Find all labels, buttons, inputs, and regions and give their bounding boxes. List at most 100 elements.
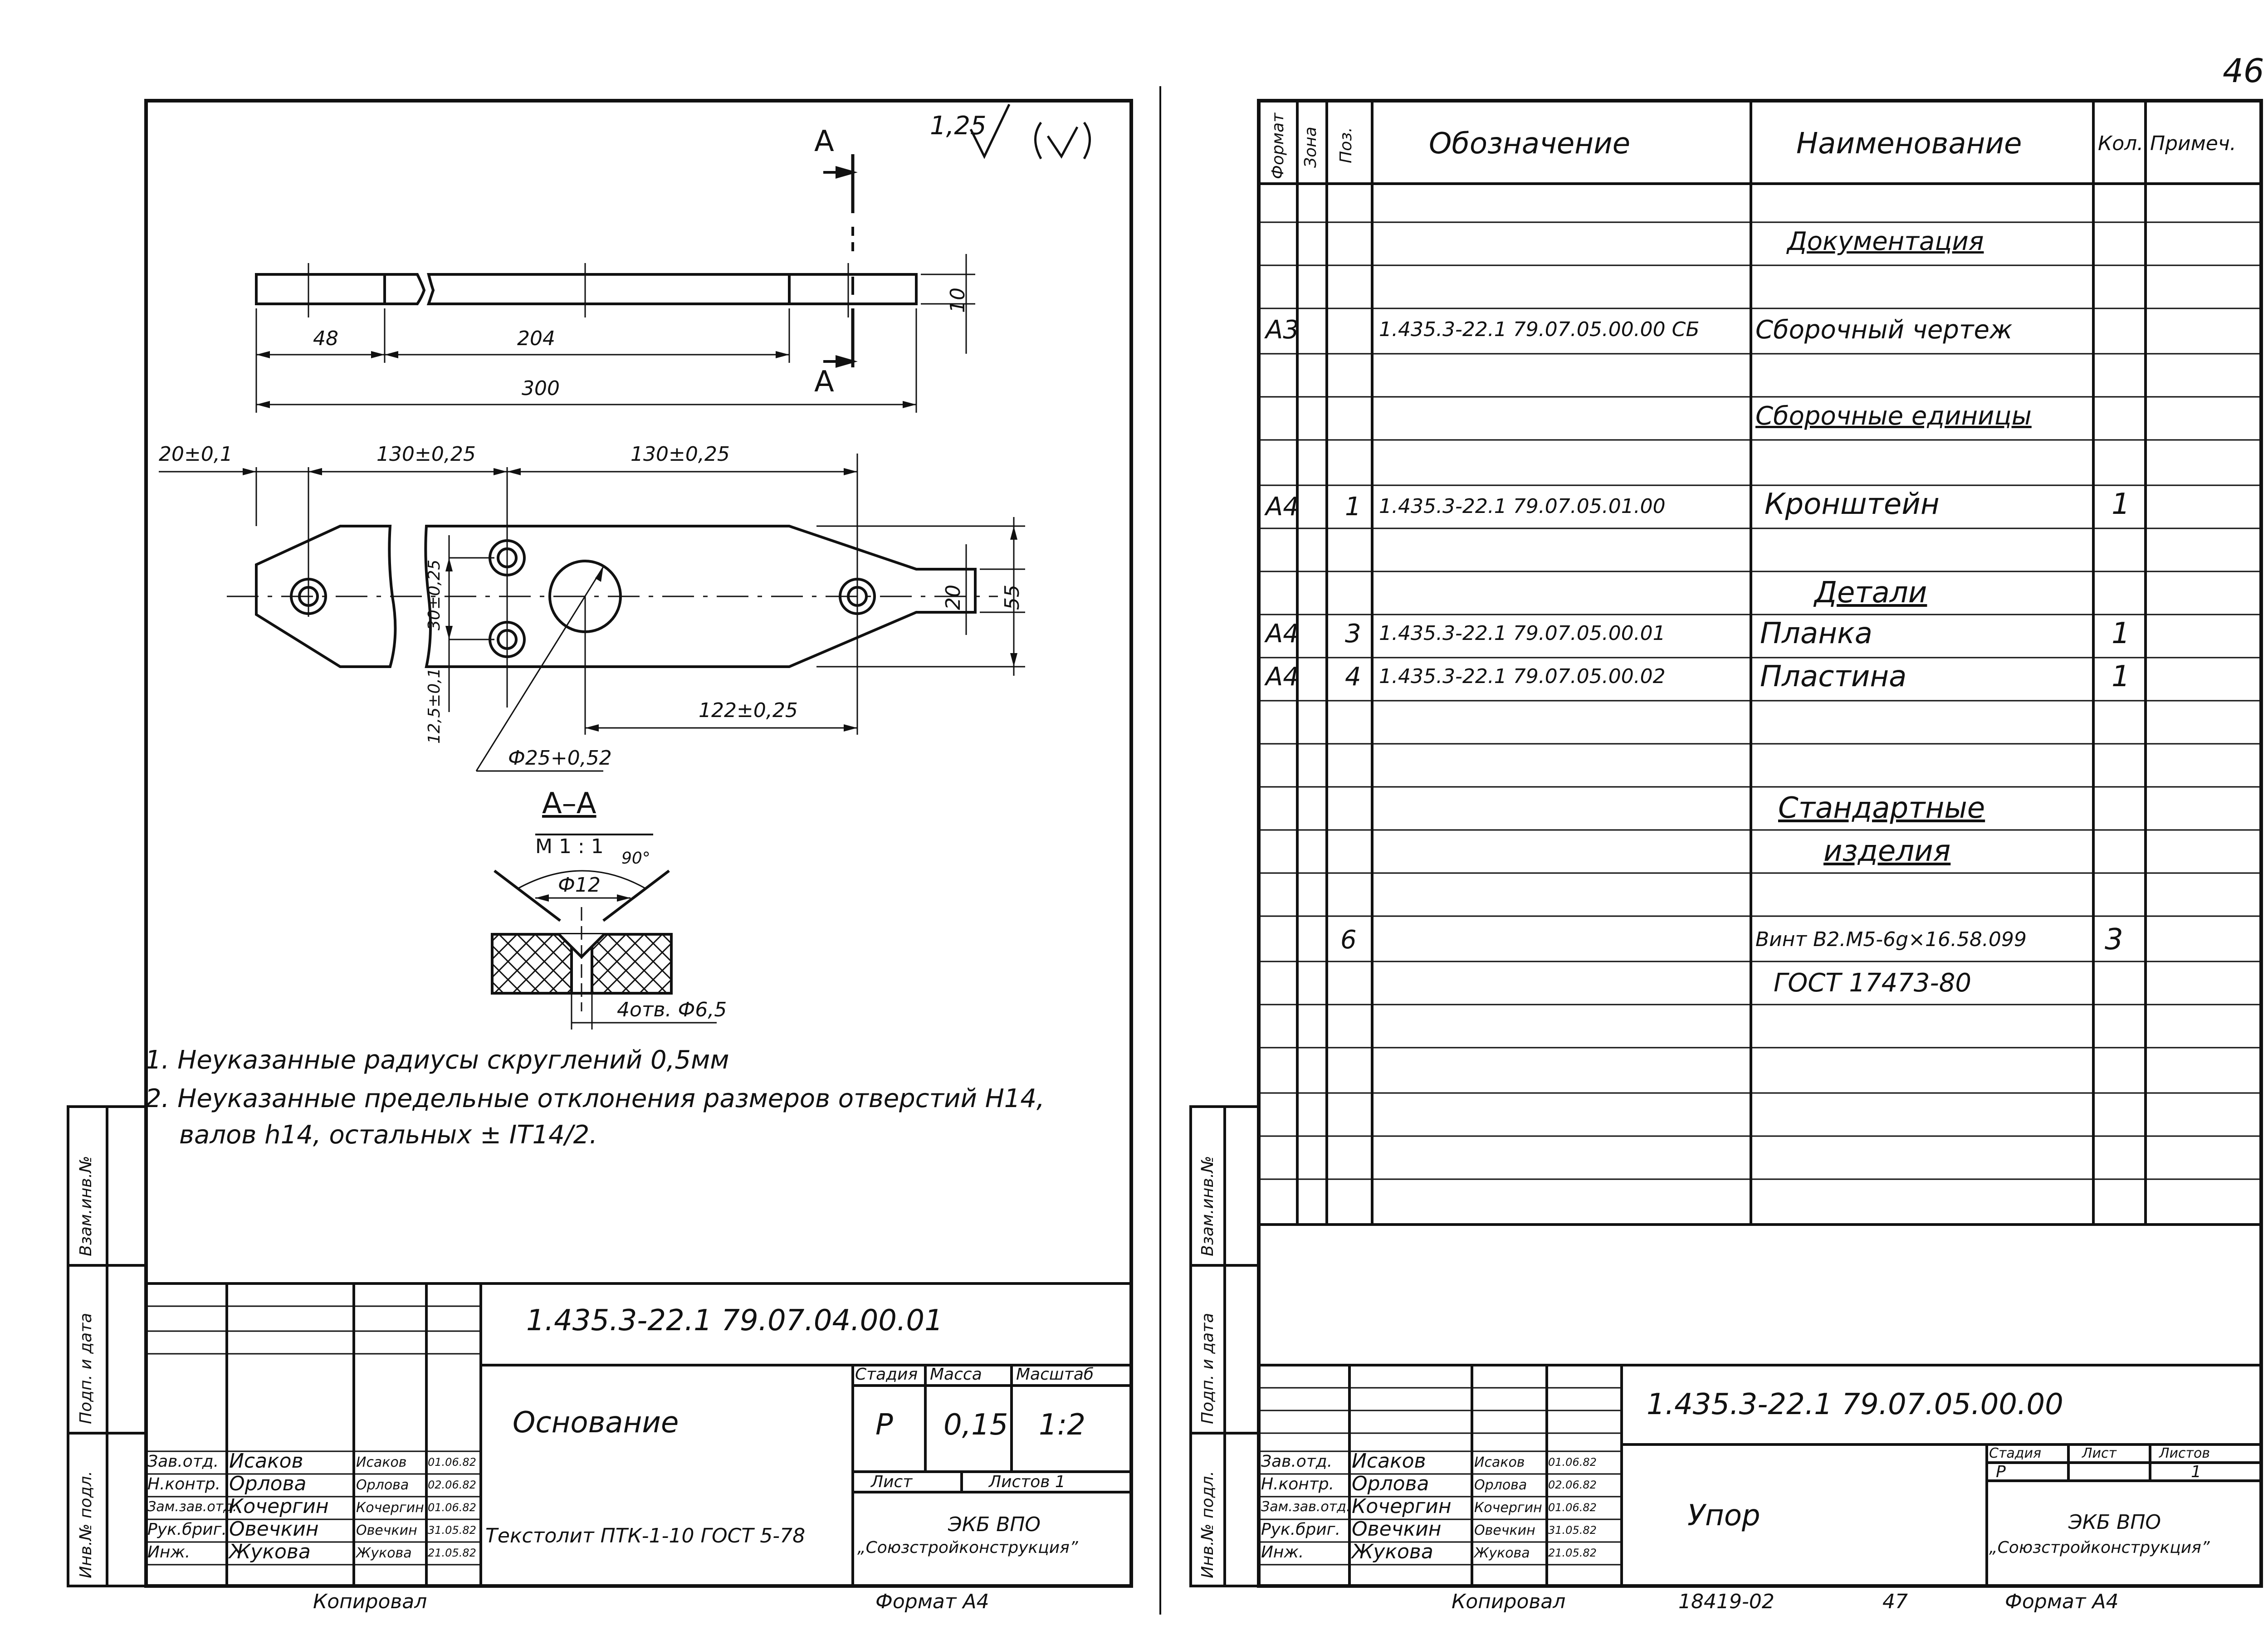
right-sign-4: Овечкин	[1474, 1523, 1535, 1538]
spec-row-5-name: Планка	[1760, 617, 1872, 650]
right-role-4: Рук.бриг.	[1261, 1520, 1341, 1539]
spec-row-1-name: Сборочный чертеж	[1755, 315, 2013, 345]
left-date-3: 01.06.82	[428, 1501, 476, 1514]
side-label-sign: Подп. и дата	[77, 1313, 95, 1424]
spec-row-10-name: ГОСТ 17473-80	[1774, 968, 1971, 998]
roughness-value: 1,25	[930, 111, 987, 141]
section-line-a	[823, 154, 858, 368]
header-name: Наименование	[1796, 127, 2022, 161]
left-sheet-frame	[67, 99, 1133, 1588]
right-org-2: „Союзстройконструкция”	[1989, 1538, 2210, 1557]
right-stage: Р	[1996, 1463, 2006, 1481]
spec-row-3-qty: 1	[2112, 488, 2130, 521]
right-sign-2: Орлова	[1474, 1477, 1527, 1493]
left-org-2: „Союзстройконструкция”	[857, 1538, 1078, 1557]
spec-row-6-designation: 1.435.3-22.1 79.07.05.00.02	[1379, 665, 1666, 688]
left-sheet-label: Лист	[871, 1473, 913, 1491]
right-sign-3: Кочергин	[1474, 1500, 1542, 1516]
note-2-cont: валов h14, остальных ± IT14/2.	[179, 1120, 598, 1150]
spec-row-6-format: А4	[1266, 662, 1299, 692]
right-sign-1: Исаков	[1474, 1454, 1525, 1470]
right-side-label-sign: Подп. и дата	[1198, 1313, 1217, 1424]
side-label-inv: Инв.№ подл.	[77, 1471, 95, 1578]
right-footer-page: 47	[1882, 1590, 1908, 1613]
left-date-5: 21.05.82	[428, 1547, 476, 1559]
header-qty: Кол.	[2098, 132, 2144, 155]
dim-20-tol: 20±0,1	[159, 443, 233, 466]
dim-30: 30±0,25	[425, 559, 444, 630]
right-side-label-inv: Инв.№ подл.	[1198, 1471, 1217, 1578]
right-designation: 1.435.3-22.1 79.07.05.00.00	[1647, 1388, 2063, 1421]
right-part-name: Упор	[1687, 1499, 1760, 1532]
dim-130-left: 130±0,25	[376, 443, 476, 466]
spec-row-6-name: Пластина	[1760, 660, 1907, 693]
left-sign-1: Исаков	[356, 1454, 407, 1470]
right-date-1: 01.06.82	[1548, 1456, 1597, 1469]
section-mark-top: А	[814, 125, 834, 158]
left-org: ЭКБ ВПО	[948, 1513, 1041, 1536]
left-stage: Р	[875, 1408, 893, 1442]
spec-row-3-name: Кронштейн	[1765, 488, 1940, 521]
right-role-3: Зам.зав.отд.	[1261, 1499, 1351, 1515]
right-date-4: 31.05.82	[1548, 1524, 1597, 1537]
right-sheets: 1	[2191, 1463, 2201, 1481]
section-hole: Ф12	[558, 873, 601, 897]
spec-row-9-name: Винт В2.М5-6g×16.58.099	[1755, 928, 2027, 951]
right-sign-5: Жукова	[1474, 1545, 1530, 1561]
left-role-4: Рук.бриг.	[147, 1520, 227, 1539]
spec-row-section-standard: Стандартные	[1778, 791, 1985, 825]
right-date-5: 21.05.82	[1548, 1547, 1597, 1559]
left-date-4: 31.05.82	[428, 1524, 476, 1537]
right-footer-copied: Копировал	[1452, 1590, 1566, 1613]
right-name-5: Жукова	[1352, 1540, 1433, 1563]
left-date-2: 02.06.82	[428, 1479, 476, 1491]
right-role-5: Инж.	[1261, 1543, 1304, 1562]
left-role-5: Инж.	[147, 1543, 191, 1562]
spec-row-3-designation: 1.435.3-22.1 79.07.05.01.00	[1379, 495, 1666, 518]
right-role-2: Н.контр.	[1261, 1475, 1334, 1493]
left-sign-2: Орлова	[356, 1477, 409, 1493]
left-date-1: 01.06.82	[428, 1456, 476, 1469]
left-scale-label: Масштаб	[1016, 1365, 1094, 1384]
right-role-1: Зав.отд.	[1261, 1452, 1333, 1471]
spec-row-5-pos: 3	[1345, 619, 1361, 649]
left-name-2: Орлова	[229, 1472, 307, 1495]
right-footer-code: 18419-02	[1678, 1590, 1774, 1613]
right-name-1: Исаков	[1352, 1449, 1426, 1473]
spec-row-lines	[1259, 221, 2261, 1180]
section-a-a-view	[491, 834, 717, 1030]
left-sign-5: Жукова	[356, 1545, 412, 1561]
dim-130-right: 130±0,25	[631, 443, 730, 466]
spec-row-9-qty: 3	[2105, 923, 2123, 956]
left-scale: 1:2	[1039, 1408, 1085, 1442]
note-2: 2. Неуказанные предельные отклонения раз…	[145, 1084, 1045, 1113]
right-footer-format: Формат А4	[2005, 1590, 2119, 1613]
dim-204: 204	[517, 327, 555, 350]
spec-row-6-pos: 4	[1345, 662, 1361, 692]
dim-hole-25: Ф25+0,52	[508, 747, 612, 770]
dim-48: 48	[313, 327, 338, 350]
spec-row-3-format: А4	[1266, 492, 1299, 522]
spec-row-5-designation: 1.435.3-22.1 79.07.05.00.01	[1379, 622, 1666, 645]
left-designation: 1.435.3-22.1 79.07.04.00.01	[526, 1304, 943, 1337]
left-name-1: Исаков	[229, 1449, 303, 1473]
right-name-4: Овечкин	[1352, 1518, 1442, 1541]
spec-row-section-parts: Детали	[1814, 576, 1927, 610]
header-note: Примеч.	[2150, 132, 2236, 155]
header-zone: Зона	[1301, 127, 1320, 168]
spec-row-section-units: Сборочные единицы	[1755, 401, 2032, 431]
note-1: 1. Неуказанные радиусы скруглений 0,5мм	[145, 1045, 729, 1075]
part-side-view	[255, 254, 975, 413]
right-date-3: 01.06.82	[1548, 1501, 1597, 1514]
left-role-3: Зам.зав.отд.	[147, 1499, 237, 1515]
left-sheets-label: Листов 1	[989, 1473, 1066, 1491]
spec-row-section-docs: Документация	[1787, 227, 1984, 256]
dim-10: 10	[946, 288, 969, 313]
left-name-4: Овечкин	[229, 1518, 319, 1541]
spec-row-9-pos: 6	[1340, 925, 1357, 955]
dim-55: 55	[1001, 585, 1024, 610]
section-scale: М 1 : 1	[535, 835, 604, 858]
left-mass: 0,15	[943, 1408, 1008, 1442]
left-role-2: Н.контр.	[147, 1475, 221, 1493]
